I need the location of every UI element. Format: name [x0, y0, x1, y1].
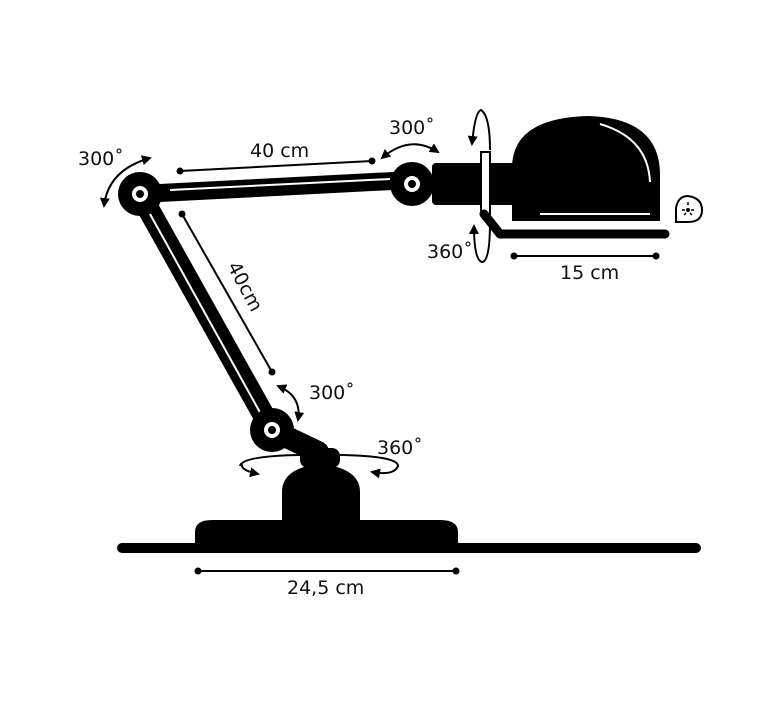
- rotation-arrow-icon: [276, 384, 305, 422]
- dimension-base: [194, 567, 460, 575]
- label-shoulder-rotation: 300˚: [78, 148, 124, 170]
- label-base-joint-rotation: 300˚: [309, 382, 355, 404]
- dimension-lower-arm: [178, 210, 276, 376]
- dimension-shade: [510, 252, 660, 260]
- rotation-arrow-icon: [240, 463, 260, 478]
- label-base-diameter: 24,5 cm: [287, 577, 364, 599]
- rotation-arrow-icon: [467, 108, 491, 151]
- lamp-head: [432, 116, 670, 239]
- rotation-arrow-icon: [99, 155, 152, 208]
- dimension-upper-arm: [176, 157, 376, 175]
- lamp-base: [195, 448, 458, 548]
- upper-arm: [131, 171, 421, 203]
- rotation-arrow-icon: [380, 143, 440, 160]
- base-joint: [250, 408, 294, 452]
- label-elbow-rotation: 300˚: [389, 117, 435, 139]
- elbow-joint: [390, 162, 434, 206]
- rotation-arrow-icon: [469, 221, 491, 264]
- shoulder-joint: [118, 172, 162, 216]
- label-shade-depth: 15 cm: [560, 262, 619, 284]
- label-lower-arm-length: 40cm: [223, 258, 267, 315]
- bulb-icon: [674, 194, 704, 223]
- label-base-swivel: 360˚: [377, 437, 423, 459]
- label-upper-arm-length: 40 cm: [250, 140, 309, 162]
- lower-arm: [129, 183, 329, 463]
- label-head-tilt: 360˚: [427, 241, 473, 263]
